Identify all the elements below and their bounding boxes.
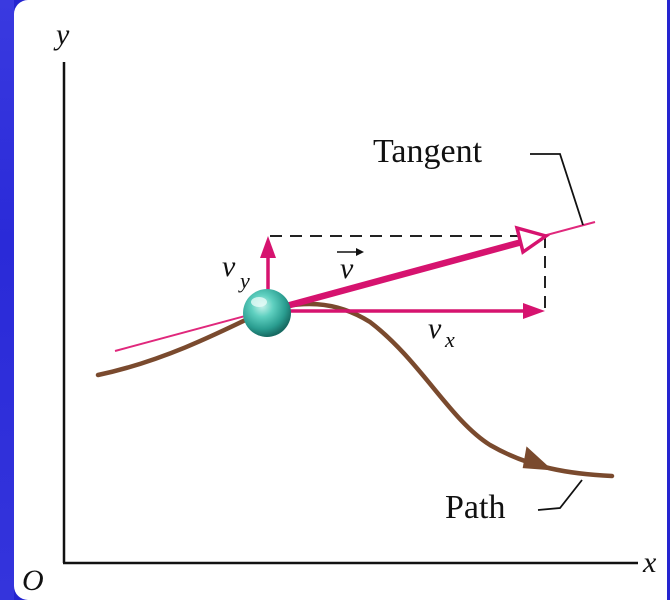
v-label-arrowhead: [356, 248, 364, 256]
vy-arrowhead: [260, 236, 276, 258]
tangent-label: Tangent: [373, 133, 483, 170]
vx-arrowhead: [523, 303, 545, 319]
path-leader: [537, 479, 583, 511]
path-curve: [95, 301, 615, 479]
vx-label-sub: x: [444, 327, 455, 352]
vx-label-main: v: [428, 312, 442, 345]
path-arrowhead: [522, 446, 553, 471]
diagram-panel: [14, 0, 667, 600]
path-label: Path: [445, 489, 505, 526]
velocity-vector-arrowhead: [514, 225, 551, 255]
vy-label-main: v: [222, 250, 236, 283]
particle-highlight: [251, 297, 267, 307]
v-vector-label: v: [340, 252, 354, 285]
y-axis-label: y: [53, 18, 70, 51]
origin-label: O: [22, 564, 44, 597]
x-axis-label: x: [642, 546, 657, 579]
left-accent-strip: [0, 0, 14, 600]
velocity-vector-shaft: [267, 238, 523, 315]
particle-ball: [243, 289, 291, 337]
tangent-leader: [530, 153, 584, 226]
vy-label-sub: y: [238, 268, 250, 293]
